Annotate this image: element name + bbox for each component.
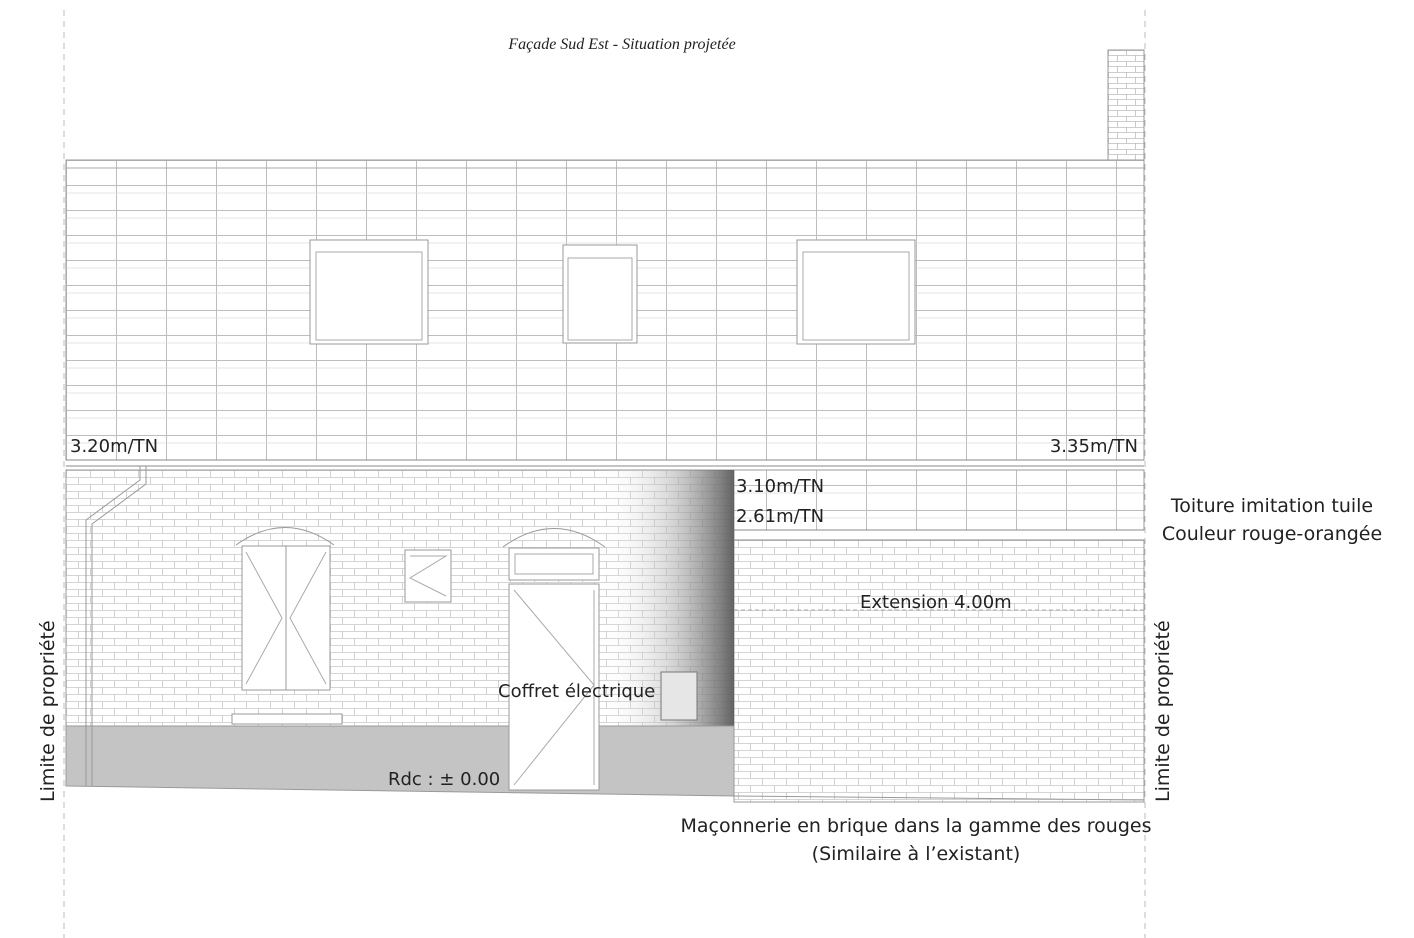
dormer-middle bbox=[562, 244, 638, 344]
window-small bbox=[404, 549, 452, 603]
level-ground: Rdc : ± 0.00 bbox=[388, 769, 500, 790]
ground-line bbox=[733, 795, 1145, 801]
drawing-title: Façade Sud Est - Situation projetée bbox=[507, 36, 735, 53]
entrance-door bbox=[502, 528, 606, 791]
level-roof-right: 3.35m/TN bbox=[1050, 436, 1138, 457]
limite-right-label: Limite de propriété bbox=[1152, 620, 1174, 802]
limite-left-label: Limite de propriété bbox=[37, 620, 59, 802]
level-extension-eave: 2.61m/TN bbox=[736, 506, 824, 527]
maconnerie-note-line2: (Similaire à l’existant) bbox=[812, 843, 1021, 865]
dormer-right bbox=[796, 239, 916, 345]
extension-label: Extension 4.00m bbox=[860, 592, 1012, 613]
maconnerie-note-line1: Maçonnerie en brique dans la gamme des r… bbox=[681, 815, 1152, 837]
toiture-note-line2: Couleur rouge-orangée bbox=[1162, 523, 1382, 545]
dormer-left bbox=[309, 239, 429, 345]
toiture-note-line1: Toiture imitation tuile bbox=[1170, 495, 1373, 517]
level-roof-left: 3.20m/TN bbox=[70, 436, 158, 457]
coffret-label: Coffret électrique bbox=[498, 681, 655, 702]
electrical-box bbox=[660, 671, 698, 721]
level-extension-top: 3.10m/TN bbox=[736, 476, 824, 497]
extension bbox=[733, 469, 1145, 803]
window-left bbox=[231, 527, 343, 725]
downpipe bbox=[85, 466, 147, 786]
